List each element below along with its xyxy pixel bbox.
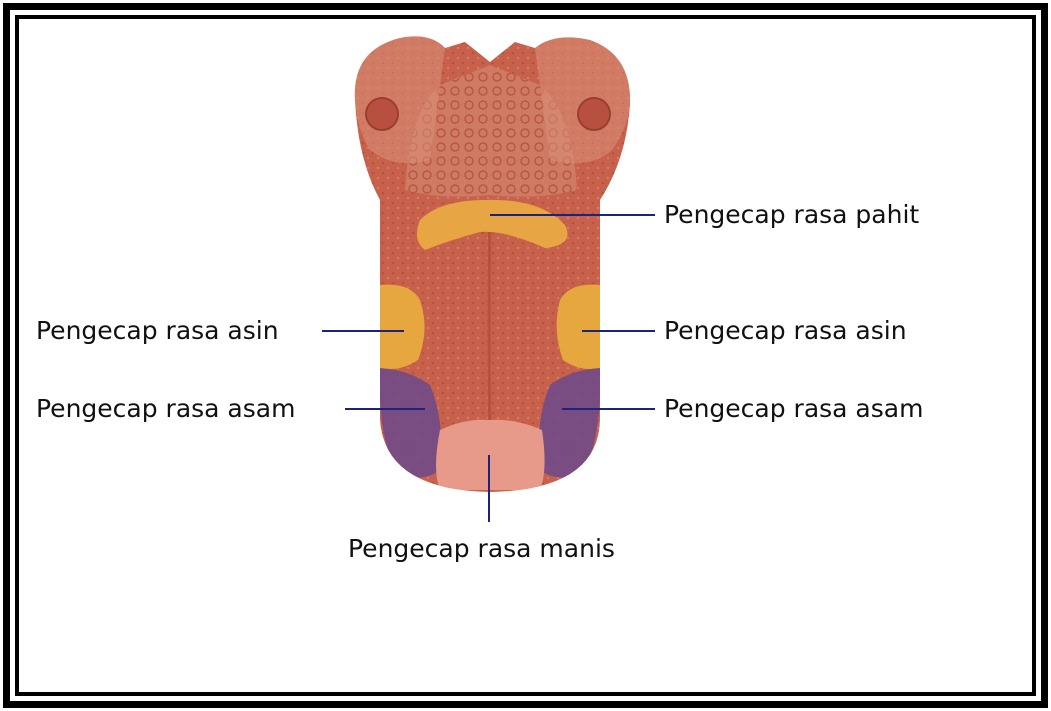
label-bitter: Pengecap rasa pahit [664, 200, 919, 230]
label-salty-right: Pengecap rasa asin [664, 316, 907, 346]
label-sweet: Pengecap rasa manis [348, 534, 615, 564]
salty-zone-left [380, 285, 425, 369]
salty-zone-right [557, 285, 600, 369]
sweet-zone [436, 420, 545, 490]
tongue-body [350, 30, 640, 500]
label-sour-right: Pengecap rasa asam [664, 394, 923, 424]
label-sour-left: Pengecap rasa asam [36, 394, 295, 424]
label-salty-left: Pengecap rasa asin [36, 316, 279, 346]
